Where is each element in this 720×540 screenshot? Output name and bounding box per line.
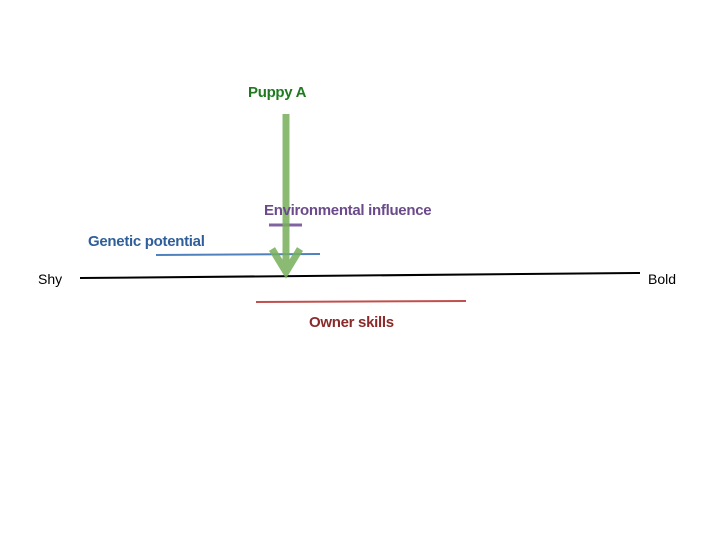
shy-bold-axis-line: [79, 272, 641, 279]
genetic-potential-line: [155, 253, 321, 256]
puppy-arrow: [269, 114, 303, 279]
shy-label: Shy: [38, 271, 63, 287]
puppy-title: Puppy A: [248, 84, 307, 101]
genetic-potential-label: Genetic potential: [88, 233, 205, 250]
owner-skills-label: Owner skills: [309, 314, 394, 331]
environmental-influence-label: Environmental influence: [264, 202, 432, 219]
bold-label: Bold: [648, 271, 677, 287]
owner-skills-line: [255, 300, 467, 303]
